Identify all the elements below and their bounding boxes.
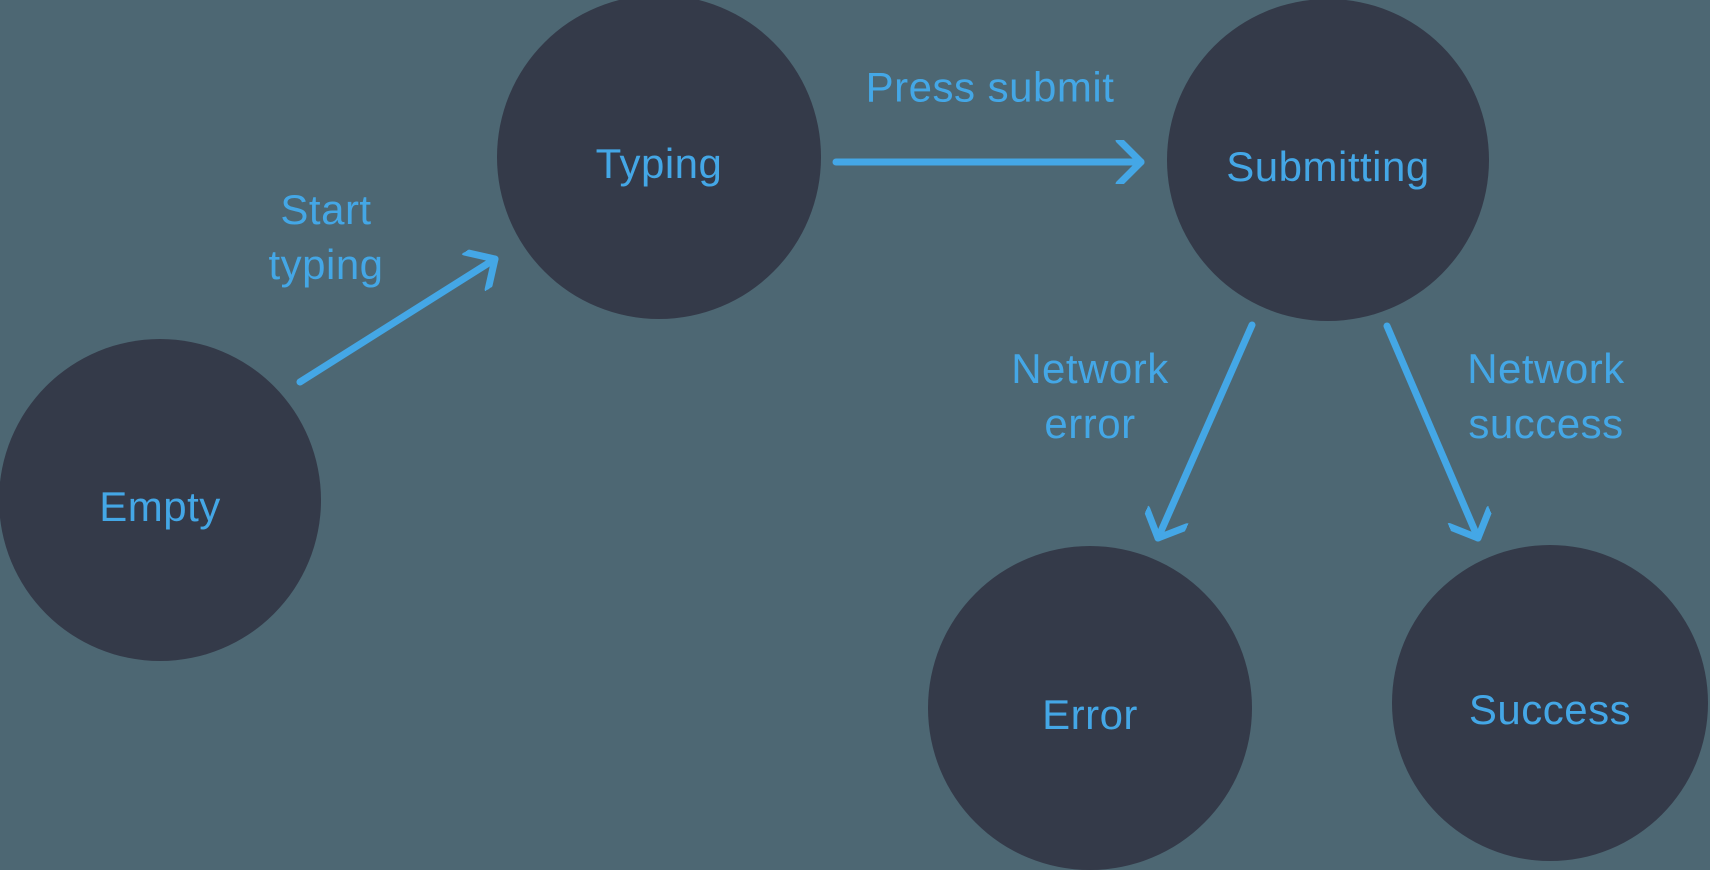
state-label-typing: Typing xyxy=(595,140,723,187)
edge-label-line: typing xyxy=(268,241,384,288)
start-typing-arrow xyxy=(296,259,499,386)
edge-label-line: error xyxy=(1044,400,1136,447)
state-label-error: Error xyxy=(1042,691,1138,738)
edge-label-line: success xyxy=(1468,400,1624,447)
edge-label-line: Network xyxy=(1467,345,1625,392)
state-node-empty: Empty xyxy=(0,339,321,661)
state-node-success: Success xyxy=(1392,545,1708,861)
state-node-typing: Typing xyxy=(497,0,821,319)
network-error-arrow xyxy=(1158,321,1256,542)
state-node-error: Error xyxy=(928,546,1252,870)
edge-label-press-submit: Press submit xyxy=(866,60,1115,115)
edge-label-start-typing: Start typing xyxy=(268,182,383,292)
state-label-submitting: Submitting xyxy=(1226,143,1430,190)
network-success-arrow xyxy=(1383,322,1478,542)
state-label-success: Success xyxy=(1468,686,1632,733)
edge-label-line: Start xyxy=(280,186,372,233)
edge-label-line: Press submit xyxy=(865,63,1115,111)
state-label-empty: Empty xyxy=(99,483,221,530)
edge-label-network-error: Network error xyxy=(1011,341,1169,451)
state-node-submitting: Submitting xyxy=(1167,0,1489,321)
edge-label-line: Network xyxy=(1011,345,1169,392)
edge-label-network-success: Network success xyxy=(1467,341,1625,451)
